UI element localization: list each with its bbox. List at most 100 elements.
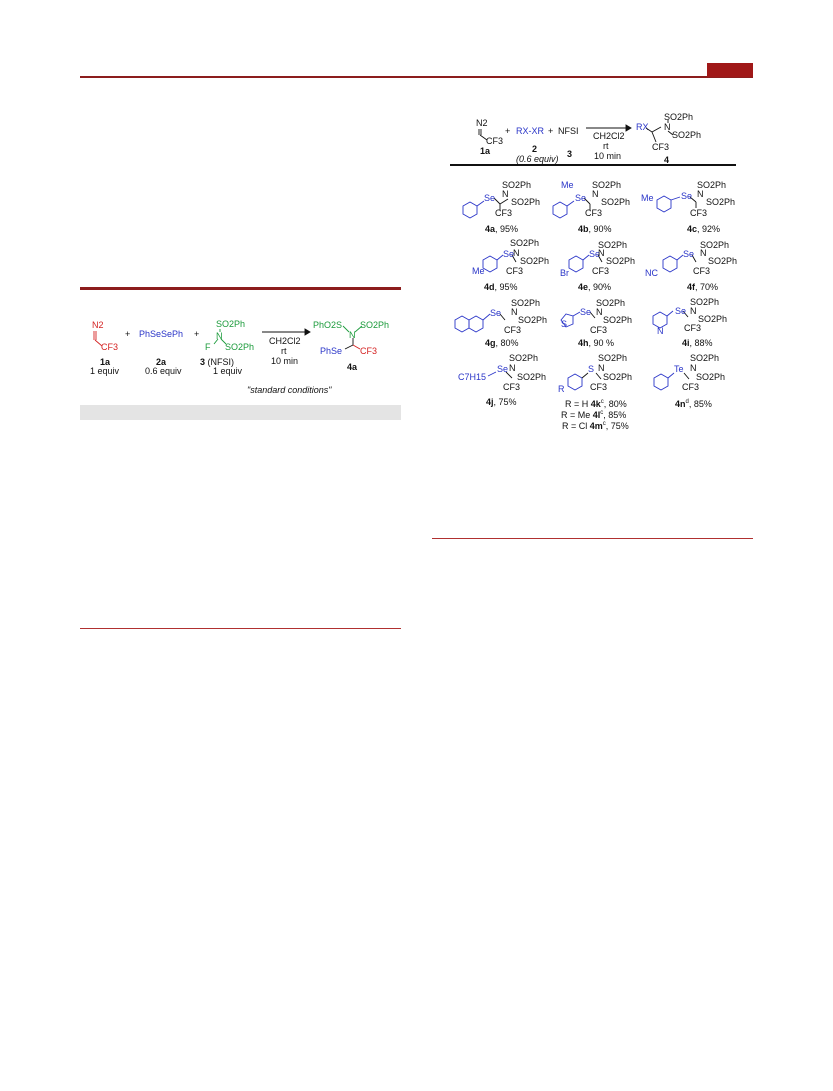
label-3: 3 (NFSI) <box>200 357 235 367</box>
condition-solvent: CH2Cl2 <box>269 336 301 346</box>
yield-label: 4b, 90% <box>578 224 612 234</box>
substituent-line-h: R = H 4kc, 80% <box>565 399 627 409</box>
so2ph-bottom: SO2Ph <box>520 256 550 266</box>
yield-label: 4e, 90% <box>578 282 612 292</box>
product-n: N <box>664 122 671 132</box>
r-label: R <box>558 384 565 394</box>
so2ph-top: SO2Ph <box>502 180 532 190</box>
yield-label: 4d, 95% <box>484 282 518 292</box>
se-label: Se <box>589 249 601 259</box>
so2ph-top: SO2Ph <box>690 297 720 307</box>
scheme-top-rule <box>80 287 401 290</box>
n-label: N <box>502 189 509 199</box>
me-label: Me <box>472 266 485 276</box>
label-4a: 4a <box>347 362 358 372</box>
product-cf3: CF3 <box>360 346 378 356</box>
so2ph-bottom: SO2Ph <box>511 197 541 207</box>
nfsi-so2ph-top: SO2Ph <box>216 319 246 329</box>
substituent-line-cl: R = Cl 4mc, 75% <box>562 421 629 431</box>
se-label: Se <box>575 193 587 203</box>
so2ph-bottom: SO2Ph <box>517 372 547 382</box>
n-label: N <box>690 363 697 373</box>
diazo-n2: N2 <box>476 118 488 128</box>
plus-sign: + <box>548 126 554 136</box>
me-label: Me <box>641 193 654 203</box>
equiv-3: 1 equiv <box>213 366 243 376</box>
so2ph-top: SO2Ph <box>598 353 628 363</box>
br-label: Br <box>560 268 569 278</box>
diazo-n2: N2 <box>92 320 104 330</box>
label-2a: 2a <box>156 357 167 367</box>
nc-label: NC <box>645 268 658 278</box>
diazo-cf3: CF3 <box>486 136 504 146</box>
yield-label: 4a, 95% <box>485 224 519 234</box>
scheme-caption: "standard conditions" <box>247 385 332 395</box>
so2ph-bottom: SO2Ph <box>518 315 548 325</box>
caption-band <box>80 405 401 420</box>
nfsi-so2ph-bottom: SO2Ph <box>225 342 255 352</box>
plus-sign: + <box>194 329 200 339</box>
so2ph-top: SO2Ph <box>511 298 541 308</box>
condition-temp: rt <box>603 141 609 151</box>
nfsi-f: F <box>205 342 211 352</box>
n-label: N <box>509 363 516 373</box>
product-cf3: CF3 <box>652 142 670 152</box>
se-label: Se <box>675 306 687 316</box>
se-label: Se <box>681 191 693 201</box>
diselenide-reagent: PhSeSePh <box>139 329 184 339</box>
n-label: N <box>511 307 518 317</box>
so2ph-top: SO2Ph <box>598 240 628 250</box>
condition-temp: rt <box>281 346 287 356</box>
so2ph-bottom: SO2Ph <box>603 315 633 325</box>
se-label: Se <box>497 364 509 374</box>
se-label: Se <box>683 249 695 259</box>
so2ph-top: SO2Ph <box>509 353 539 363</box>
yield-label: 4g, 80% <box>485 338 519 348</box>
equiv-2a: 0.6 equiv <box>145 366 182 376</box>
te-label: Te <box>674 364 684 374</box>
yield-label: 4j, 75% <box>486 397 517 407</box>
table-divider <box>450 164 736 166</box>
n-label: N <box>513 248 520 258</box>
label-3: 3 <box>567 149 573 159</box>
so2ph-bottom: SO2Ph <box>708 256 738 266</box>
cf3-label: CF3 <box>504 325 522 335</box>
n-label: N <box>598 248 605 258</box>
s-label: S <box>588 364 595 374</box>
so2ph-bottom: SO2Ph <box>698 314 728 324</box>
cf3-label: CF3 <box>682 382 700 392</box>
yield-label: 4i, 88% <box>682 338 713 348</box>
cf3-label: CF3 <box>495 208 513 218</box>
equiv-1a: 1 equiv <box>90 366 120 376</box>
so2ph-top: SO2Ph <box>596 298 626 308</box>
so2ph-top: SO2Ph <box>592 180 622 190</box>
cf3-label: CF3 <box>506 266 524 276</box>
product-so2ph: SO2Ph <box>360 320 390 330</box>
so2ph-top: SO2Ph <box>690 353 720 363</box>
n-label: N <box>596 307 603 317</box>
so2ph-bottom: SO2Ph <box>601 197 631 207</box>
se-label: Se <box>490 308 502 318</box>
yield-label: 4h, 90 % <box>578 338 615 348</box>
thiophene-s: S <box>561 319 568 329</box>
n-label: N <box>697 189 704 199</box>
se-label: Se <box>503 249 515 259</box>
nfsi: NFSI <box>558 126 579 136</box>
product-n: N <box>349 330 356 340</box>
condition-time: 10 min <box>594 151 622 161</box>
so2ph-bottom: SO2Ph <box>706 197 736 207</box>
condition-time: 10 min <box>271 356 299 366</box>
cf3-label: CF3 <box>693 266 711 276</box>
n-label: N <box>598 363 605 373</box>
label-2: 2 <box>532 144 538 154</box>
so2ph-bottom: SO2Ph <box>603 372 633 382</box>
left-bottom-rule <box>80 628 401 629</box>
cf3-label: CF3 <box>690 208 708 218</box>
nfsi-n: N <box>216 331 223 341</box>
product-so2ph-top: SO2Ph <box>664 112 694 122</box>
cf3-label: CF3 <box>684 323 702 333</box>
header-rule <box>80 76 753 78</box>
pyridine-n: N <box>657 326 664 336</box>
diazo-cf3: CF3 <box>101 342 119 352</box>
so2ph-top: SO2Ph <box>510 238 540 248</box>
